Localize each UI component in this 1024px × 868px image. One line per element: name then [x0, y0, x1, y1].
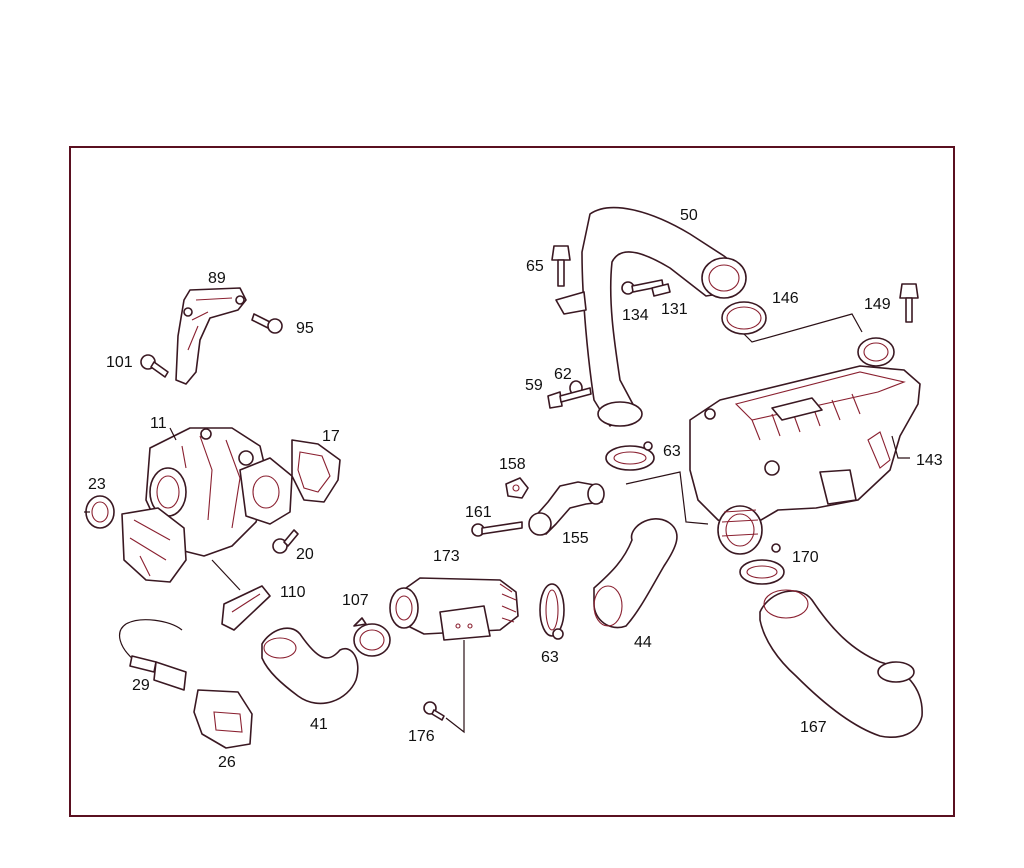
part-146-seal-ring[interactable] [721, 301, 767, 335]
leader-lines [169, 313, 910, 525]
part-44-hose[interactable] [593, 518, 678, 629]
part-63-clamp-upper[interactable] [605, 441, 655, 471]
callout-155: 155 [562, 530, 589, 547]
callout-95: 95 [296, 320, 314, 337]
part-131-clip[interactable] [651, 283, 671, 297]
part-110-clamp[interactable] [211, 559, 271, 631]
callout-50: 50 [680, 207, 698, 224]
callout-107: 107 [342, 592, 369, 609]
part-89-bracket[interactable] [175, 287, 247, 385]
part-11-turbocharger[interactable] [121, 427, 293, 583]
part-95-bolt[interactable] [251, 313, 283, 334]
callout-131: 131 [661, 301, 688, 318]
callout-59: 59 [525, 377, 543, 394]
part-65-bolt[interactable] [551, 245, 571, 287]
part-143-charge-air-housing[interactable] [689, 337, 921, 555]
callout-143: 143 [916, 452, 943, 469]
part-176-bolt[interactable] [423, 640, 465, 734]
callout-173: 173 [433, 548, 460, 565]
callout-101: 101 [106, 354, 133, 371]
callout-17: 17 [322, 428, 340, 445]
part-41-hose[interactable] [261, 627, 359, 705]
part-155-pipe[interactable] [528, 481, 605, 536]
callout-63-upper: 63 [663, 443, 681, 460]
callout-63-lower: 63 [541, 649, 559, 666]
part-59-bolt[interactable] [547, 387, 592, 409]
part-173-pipe[interactable] [389, 577, 519, 641]
part-107-clamp[interactable] [353, 617, 391, 657]
part-29-sensor[interactable] [118, 619, 187, 691]
callout-149: 149 [864, 296, 891, 313]
callout-23: 23 [88, 476, 106, 493]
callout-20: 20 [296, 546, 314, 563]
callout-158: 158 [499, 456, 526, 473]
callout-170: 170 [792, 549, 819, 566]
callout-176: 176 [408, 728, 435, 745]
callout-161: 161 [465, 504, 492, 521]
part-161-bolt[interactable] [471, 521, 523, 537]
part-149-bolt[interactable] [899, 283, 919, 323]
part-50-pipe[interactable] [555, 206, 747, 427]
callout-11: 11 [150, 415, 167, 432]
callout-labels: 89 95 101 11 17 23 20 110 107 29 26 41 1… [88, 207, 943, 771]
callout-134: 134 [622, 307, 649, 324]
callout-26: 26 [218, 754, 236, 771]
callout-146: 146 [772, 290, 799, 307]
callout-65: 65 [526, 258, 544, 275]
part-101-bolt[interactable] [140, 354, 169, 378]
callout-44: 44 [634, 634, 652, 651]
part-63-clamp-lower[interactable] [539, 583, 565, 640]
part-17-gasket[interactable] [291, 439, 341, 503]
part-158-valve[interactable] [505, 477, 529, 499]
part-26-connector[interactable] [193, 689, 253, 749]
callout-29: 29 [132, 677, 150, 694]
part-167-hose[interactable] [759, 589, 923, 738]
callout-89: 89 [208, 270, 226, 287]
part-23-ring[interactable] [84, 495, 115, 529]
part-20-nut[interactable] [272, 529, 299, 554]
callout-41: 41 [310, 716, 328, 733]
callout-62: 62 [554, 366, 572, 383]
diagram-frame [69, 146, 955, 817]
callout-167: 167 [800, 719, 827, 736]
part-170-clamp[interactable] [739, 543, 785, 585]
callout-110: 110 [280, 584, 306, 601]
